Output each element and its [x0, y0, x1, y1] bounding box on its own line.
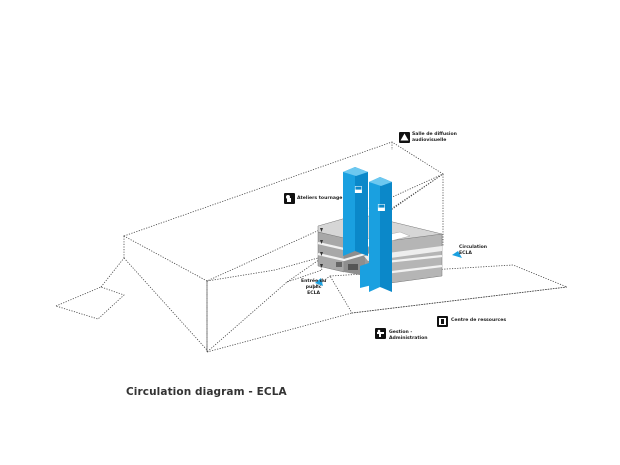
label-centre: Centre de ressources: [451, 318, 506, 324]
label-salle: Salle de diffusion audiovisuelle: [412, 132, 457, 144]
label-ateliers-line1: Ateliers tournage: [297, 196, 343, 201]
camera-icon: [284, 193, 295, 204]
label-centre-line1: Centre de ressources: [451, 318, 507, 323]
caption-main: Circulation diagram: [126, 386, 245, 398]
label-gestion-line2: Administration: [389, 336, 428, 341]
level-markers: [320, 228, 323, 268]
label-gestion-line1: Gestion -: [389, 330, 413, 335]
caption-separator: -: [244, 386, 257, 398]
label-salle-line1: Salle de diffusion: [412, 132, 457, 137]
label-entree: Entrée du public ECLA: [301, 279, 326, 297]
book-icon: [437, 316, 448, 327]
label-gestion: Gestion - Administration: [389, 330, 428, 342]
label-ateliers: Ateliers tournage: [297, 196, 342, 202]
svg-text:⬓: ⬓: [354, 185, 363, 195]
label-entree-line1: Entrée du: [301, 279, 327, 284]
desk-icon: [375, 328, 386, 339]
caption-project: ECLA: [256, 386, 287, 398]
diagram-caption: Circulation diagram - ECLA: [126, 386, 287, 398]
label-entree-line2: public: [305, 285, 322, 290]
theater-icon: [399, 132, 410, 143]
svg-text:⬓: ⬓: [377, 203, 386, 213]
label-salle-line2: audiovisuelle: [412, 138, 447, 143]
vertical-circulation: ⬓ ⬓: [315, 167, 462, 292]
label-circulation-line1: Circulation: [459, 245, 488, 250]
label-entree-line3: ECLA: [307, 291, 321, 296]
label-circulation: Circulation ECLA: [459, 245, 487, 257]
building-outline: [54, 141, 569, 353]
label-circulation-line2: ECLA: [459, 251, 472, 256]
